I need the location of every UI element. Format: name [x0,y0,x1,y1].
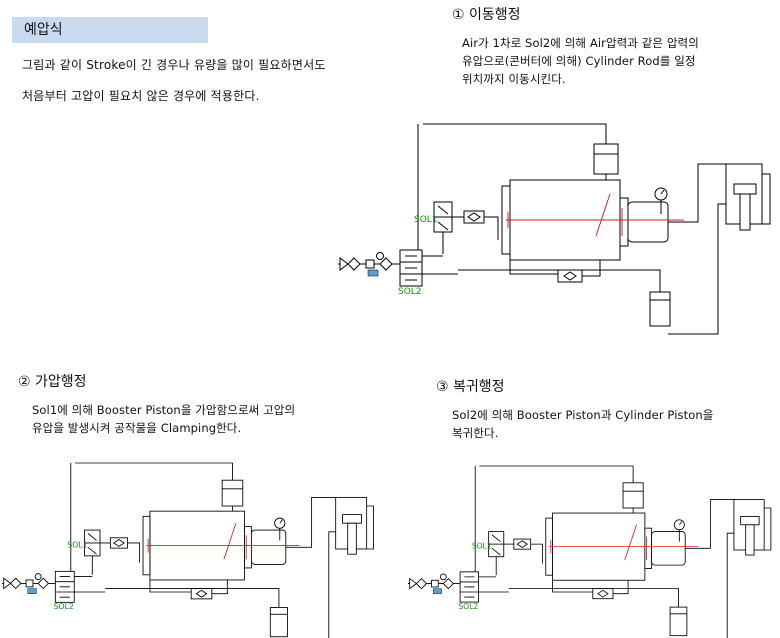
description-line-2: 처음부터 고압이 필요치 않은 경우에 적용한다. [22,89,260,103]
step1-description: Air가 1차로 Sol2에 의해 Air압력과 같은 압력의 유압으로(콘버터… [462,36,699,86]
circuit-diagram-step2: SOL1 SOL2 [1,462,374,638]
step3-title: ③ 복귀행정 [436,379,505,395]
step2-title: ② 가압행정 [18,374,87,390]
example-tag: 예압식 [12,17,208,43]
sol2-label-2: SOL2 [54,602,74,611]
sol2-label-1: SOL2 [398,287,422,297]
sol1-label-3: SOL1 [472,541,492,550]
sol2-label-3: SOL2 [458,602,478,611]
circuit-diagram-step3: SOL1 SOL2 [407,465,772,638]
sol1-label-2: SOL1 [67,540,87,549]
step1-title: ① 이동행정 [452,7,521,23]
step2-description: Sol1에 의해 Booster Piston을 가압함으로써 고압의 유압을 … [32,403,296,435]
description-line-1: 그림과 같이 Stroke이 긴 경우나 유량을 많이 필요하면서도 [22,58,326,72]
step3-description: Sol2에 의해 Booster Piston과 Cylinder Piston… [452,408,714,440]
sol1-label-1: SOL1 [414,215,438,225]
circuit-diagram-step1: SOL1 SOL2 [337,123,771,335]
